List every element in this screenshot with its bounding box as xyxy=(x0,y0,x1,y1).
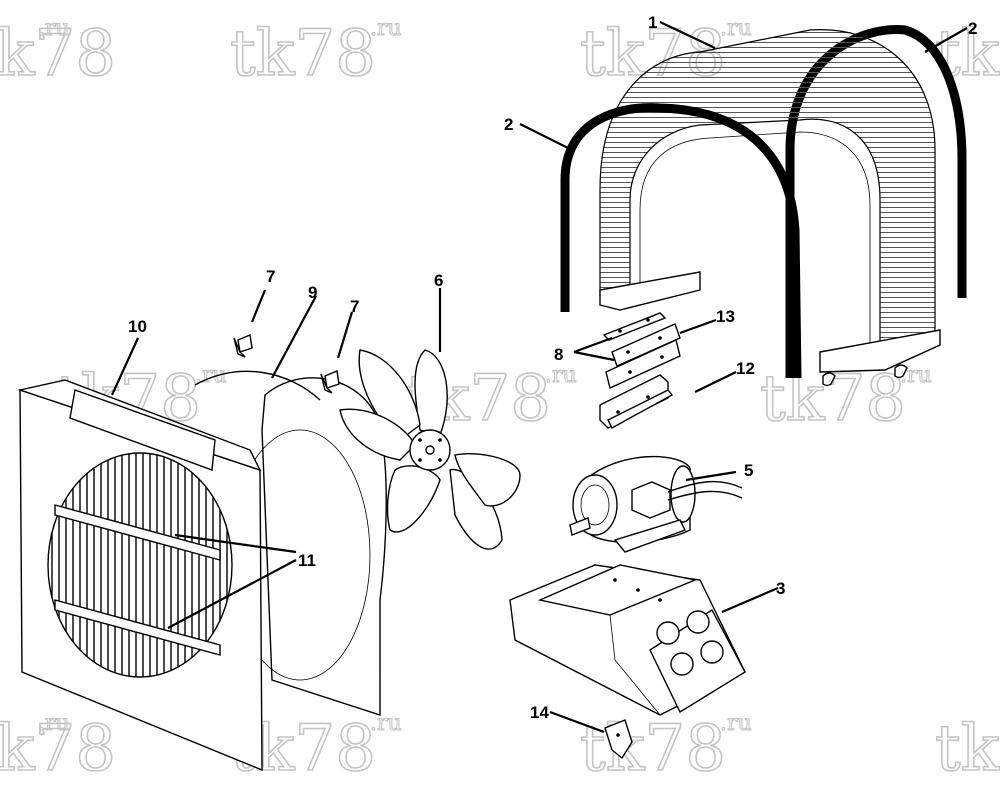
fan-motor xyxy=(569,455,743,553)
fan-blade xyxy=(339,349,521,550)
callout-2: 2 xyxy=(504,115,513,134)
callout-1: 1 xyxy=(648,13,657,32)
watermark-text: tk78 xyxy=(760,362,906,436)
watermark-suffix: .ru xyxy=(720,711,752,736)
leader-lines xyxy=(110,21,968,734)
callout-13: 13 xyxy=(716,307,735,326)
callout-2: 2 xyxy=(968,19,977,38)
watermark-text: tk78 xyxy=(935,712,1000,786)
plate xyxy=(611,323,681,367)
watermark-text: tk78 xyxy=(580,712,726,786)
coil-tube-stub xyxy=(894,364,908,379)
callout-14: 14 xyxy=(530,703,549,722)
callout-9: 9 xyxy=(308,283,317,302)
callout-labels: 1 2 2 3 5 6 7 7 8 9 10 11 12 13 14 xyxy=(128,13,977,722)
callout-7: 7 xyxy=(350,297,359,316)
strap xyxy=(605,339,681,389)
motor-base xyxy=(613,519,686,553)
coil-foot-left xyxy=(599,271,701,311)
motor-cord xyxy=(667,480,743,493)
watermark: tk78 .ru xyxy=(0,710,117,786)
radiator-coil xyxy=(560,25,967,387)
watermark-suffix: .ru xyxy=(195,363,227,388)
motor-mount-bracket xyxy=(509,564,746,716)
watermark-suffix: .ru xyxy=(370,16,402,41)
grille-strip xyxy=(54,599,221,656)
callout-11: 11 xyxy=(298,551,316,570)
callout-5: 5 xyxy=(744,461,753,480)
motor-junction-box xyxy=(631,481,671,519)
small-bracket xyxy=(604,719,633,760)
coil-tube-stub xyxy=(822,372,836,387)
coil-inner-arch xyxy=(639,131,871,355)
watermark-text: tk78 xyxy=(0,17,116,91)
coil-foot-right xyxy=(819,329,941,373)
grille-strip xyxy=(54,504,221,561)
watermark-suffix: .ru xyxy=(38,16,70,41)
channel-support xyxy=(599,374,674,429)
watermark-suffix: .ru xyxy=(38,711,70,736)
motor-shaft xyxy=(569,517,591,536)
callout-12: 12 xyxy=(736,359,755,378)
watermark: tk78 .ru xyxy=(0,15,117,91)
grille-panel xyxy=(17,379,263,772)
callout-3: 3 xyxy=(776,579,785,598)
bracket xyxy=(233,334,253,358)
watermark-text: tk78 xyxy=(230,17,376,91)
watermark-suffix: .ru xyxy=(545,363,577,388)
callout-7: 7 xyxy=(266,267,275,286)
coil-side-band-front xyxy=(560,103,802,379)
watermark-suffix: .ru xyxy=(720,16,752,41)
watermark-text: tk78 xyxy=(0,712,116,786)
bracket xyxy=(320,370,340,394)
callout-8: 8 xyxy=(554,345,563,364)
strap-set xyxy=(602,312,681,389)
coil-fins xyxy=(599,29,936,356)
watermark: tk78 xyxy=(934,711,1000,787)
callout-6: 6 xyxy=(434,271,443,290)
watermark-suffix: .ru xyxy=(370,711,402,736)
callout-10: 10 xyxy=(128,317,147,336)
watermark: tk78 .ru xyxy=(579,710,752,786)
watermark: tk78 .ru xyxy=(759,361,932,437)
watermark: tk78 .ru xyxy=(229,15,402,91)
